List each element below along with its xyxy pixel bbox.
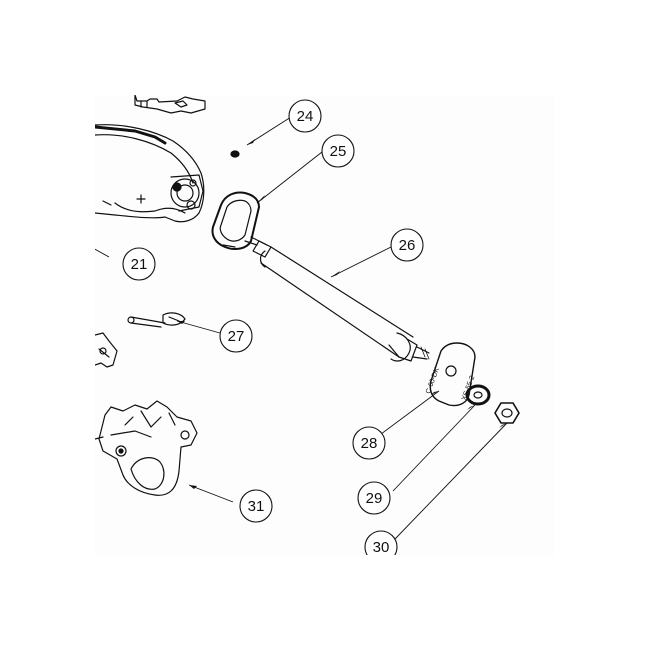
leader-line-25 [256, 151, 323, 204]
end-plate-part [429, 342, 476, 407]
callout-31: 31 [239, 489, 273, 523]
leader-line-28 [380, 390, 440, 435]
leader-line-21 [90, 246, 110, 258]
callout-label-29: 29 [366, 490, 383, 507]
callout-21: 21 [122, 247, 156, 281]
callout-label-31: 31 [248, 498, 265, 515]
nut-part [494, 402, 520, 424]
leader-line-27 [176, 320, 221, 334]
callout-label-28: 28 [361, 435, 378, 452]
callout-label-30: 30 [373, 539, 390, 555]
leader-line-29 [392, 404, 476, 492]
end-cap-gasket-part [211, 191, 260, 250]
pin-clip-part [127, 312, 186, 328]
exploded-parts-diagram: C-60-DK XS-55-2 24 25 26 [90, 94, 555, 564]
leader-line-26 [330, 246, 392, 278]
callout-26: 26 [390, 228, 424, 262]
callout-25: 25 [321, 134, 355, 168]
callout-30: 30 [364, 530, 398, 564]
callout-label-25: 25 [330, 143, 347, 160]
callout-24: 24 [288, 99, 322, 133]
callout-29: 29 [357, 481, 391, 515]
callout-27: 27 [219, 319, 253, 353]
stock-housing-part [93, 124, 205, 223]
top-bracket-part [134, 94, 206, 114]
washer-part [465, 384, 491, 406]
left-bracket-part [94, 332, 118, 368]
callout-28: 28 [352, 426, 386, 460]
tube-rod-part [244, 236, 430, 362]
leader-line-31 [188, 484, 234, 503]
leader-line-30 [394, 422, 508, 540]
parts-drawing-svg: C-60-DK XS-55-2 24 25 26 [90, 94, 520, 564]
callout-label-24: 24 [297, 108, 314, 125]
trigger-assembly-part [94, 400, 198, 496]
plate-marking-top: C-60-DK [425, 366, 441, 394]
callout-label-27: 27 [228, 328, 245, 345]
callout-label-26: 26 [399, 237, 416, 254]
small-screw-part [230, 150, 240, 158]
callout-label-21: 21 [131, 256, 148, 273]
